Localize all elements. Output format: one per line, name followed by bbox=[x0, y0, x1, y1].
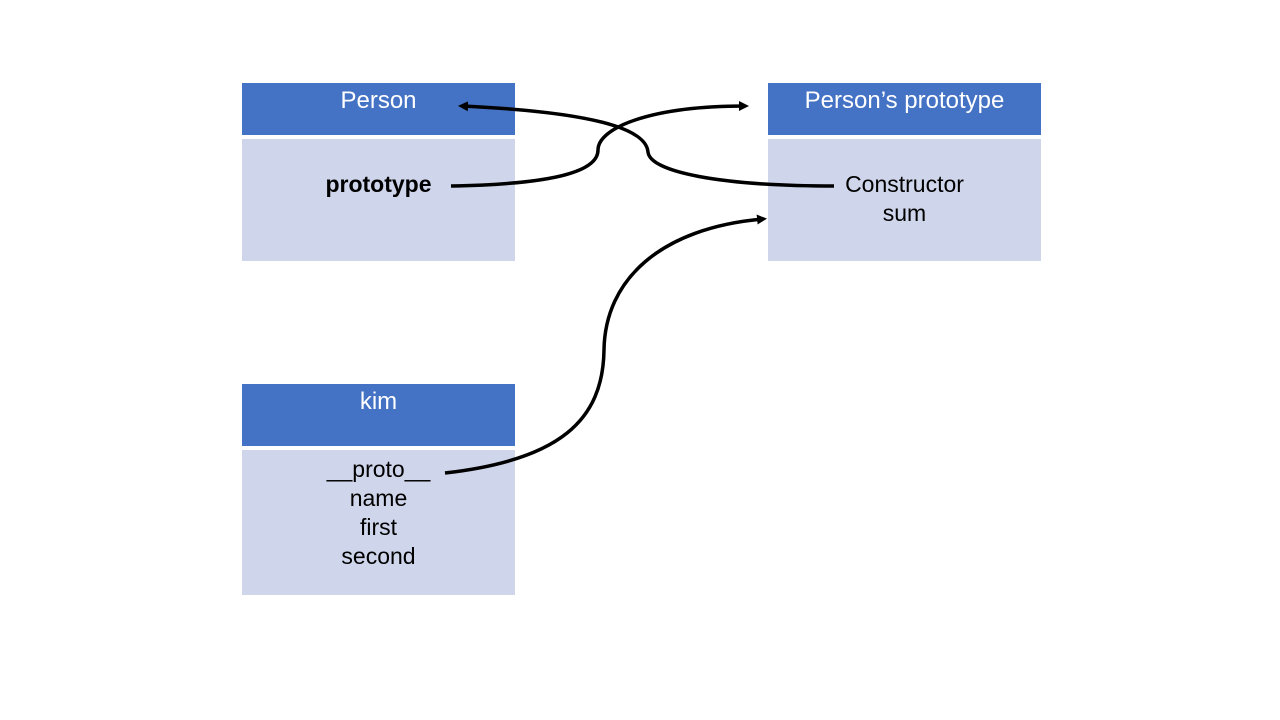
person-prototype-object-box: Person’s prototype Constructor sum bbox=[768, 83, 1041, 261]
proto-field: __proto__ bbox=[326, 456, 431, 482]
person-title: Person bbox=[242, 83, 515, 135]
name-field: name bbox=[349, 485, 408, 511]
sum-field: sum bbox=[882, 200, 927, 226]
person-prototype-fields: Constructor sum bbox=[768, 139, 1041, 261]
kim-title: kim bbox=[242, 384, 515, 446]
kim-fields: __proto__ name first second bbox=[242, 450, 515, 595]
person-prototype-title: Person’s prototype bbox=[768, 83, 1041, 135]
kim-object-box: kim __proto__ name first second bbox=[242, 384, 515, 595]
person-prototype-field: prototype bbox=[325, 171, 432, 197]
second-field: second bbox=[341, 543, 416, 569]
first-field: first bbox=[359, 514, 398, 540]
person-object-box: Person prototype bbox=[242, 83, 515, 261]
person-fields: prototype bbox=[242, 139, 515, 261]
constructor-field: Constructor bbox=[845, 171, 964, 197]
